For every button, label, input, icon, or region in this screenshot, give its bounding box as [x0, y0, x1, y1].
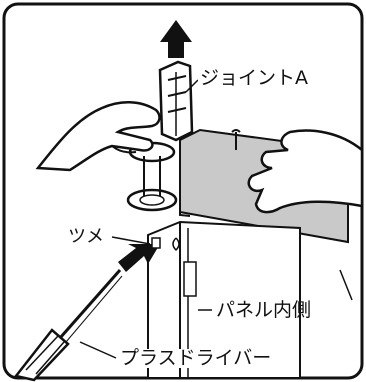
- tab-label: ツメ: [68, 226, 104, 247]
- left-hand: [35, 101, 161, 172]
- panel-inside-label: パネル内側: [216, 299, 312, 321]
- screwdriver-label: プラスドライバー: [118, 347, 274, 369]
- push-arrow-icon: [118, 237, 161, 272]
- leader-screwdriver: [79, 341, 117, 359]
- leader-joint-a: [185, 79, 199, 93]
- joint-a-label: ジョイントA: [198, 67, 310, 89]
- leader-lines: [79, 79, 212, 359]
- screwdriver: [13, 269, 123, 382]
- up-arrow-icon: [160, 20, 192, 58]
- right-hand: [247, 129, 364, 214]
- joint-a-part: [158, 60, 194, 142]
- leader-tab: [111, 236, 151, 245]
